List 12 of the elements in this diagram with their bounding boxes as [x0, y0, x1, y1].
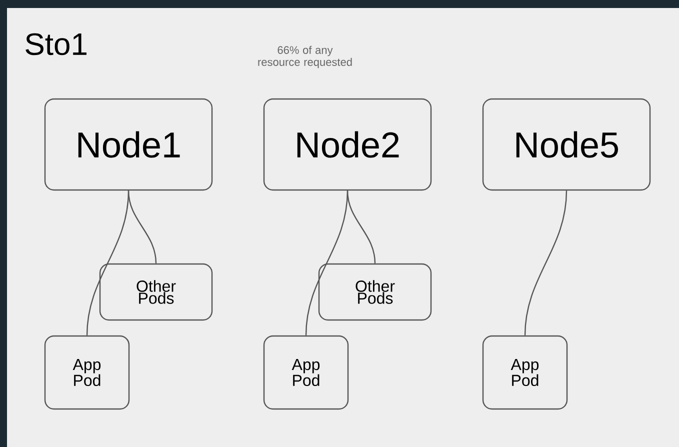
note: 66% of any resource requested [258, 46, 352, 68]
connector [346, 190, 376, 264]
node-box: Node2 [263, 98, 432, 191]
connector [524, 190, 568, 336]
pod-box: App Pod [263, 335, 349, 410]
pod-box: App Pod [482, 335, 568, 410]
connector [128, 190, 157, 264]
pod-box: Other Pods [99, 263, 213, 321]
pod-box: Other Pods [318, 263, 432, 321]
node-box: Node5 [482, 98, 651, 191]
node-box: Node1 [44, 98, 213, 191]
pod-box: App Pod [44, 335, 130, 410]
